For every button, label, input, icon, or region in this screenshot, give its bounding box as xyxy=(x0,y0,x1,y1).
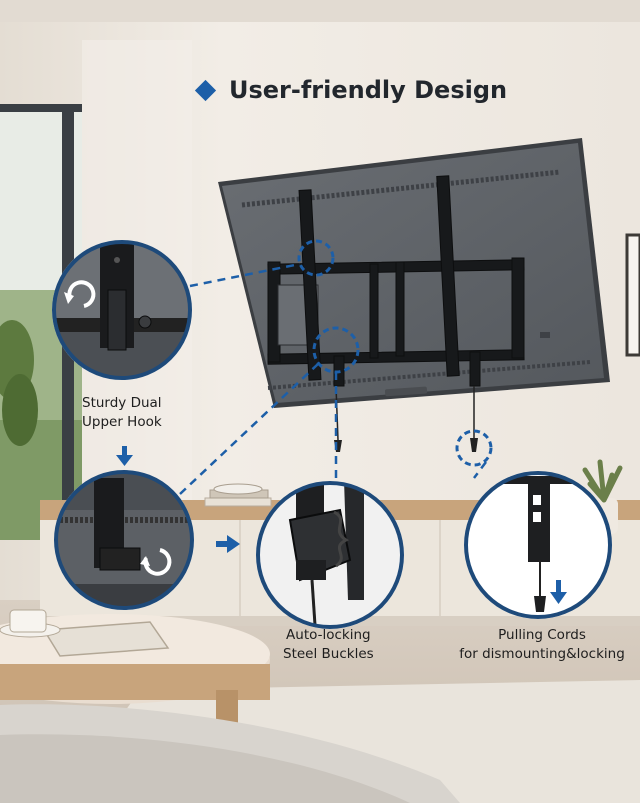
cords-caption-line2: for dismounting&locking xyxy=(459,646,625,662)
buckles-caption: Auto-locking Steel Buckles xyxy=(283,626,374,664)
connector-lines xyxy=(179,262,487,495)
upper-hook-caption: Sturdy Dual Upper Hook xyxy=(82,394,162,432)
sofa xyxy=(0,704,460,803)
down-arrow-icon xyxy=(550,580,567,604)
buckle-detail xyxy=(256,481,404,629)
page-title-text: User-friendly Design xyxy=(229,76,508,104)
cords-caption: Pulling Cords for dismounting&locking xyxy=(458,626,626,664)
rotate-arrow-icon xyxy=(64,280,96,308)
coffee-table xyxy=(0,609,270,740)
ceiling xyxy=(0,0,640,22)
cords-caption-line1: Pulling Cords xyxy=(498,627,586,643)
cords-detail xyxy=(464,471,612,619)
upper-hook-caption-line1: Sturdy Dual xyxy=(82,395,162,411)
plant xyxy=(0,320,38,446)
buckles-caption-line2: Steel Buckles xyxy=(283,646,374,662)
wall-art xyxy=(625,233,640,357)
page-title: User-friendly Design xyxy=(194,72,508,108)
down-arrow-icon xyxy=(116,446,133,466)
diamond-bullet-icon xyxy=(194,79,217,101)
upper-hook-caption-line2: Upper Hook xyxy=(82,414,162,430)
buckles-caption-line1: Auto-locking xyxy=(286,627,371,643)
rotate-arrow-icon xyxy=(140,548,172,576)
books xyxy=(204,483,272,507)
right-arrow-icon xyxy=(216,535,240,553)
